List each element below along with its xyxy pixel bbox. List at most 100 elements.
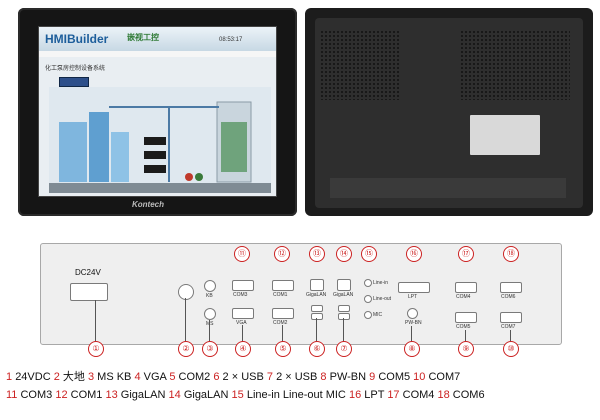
gigalan2-port bbox=[337, 279, 351, 291]
kb-label: KB bbox=[206, 293, 213, 299]
com3-port bbox=[232, 280, 254, 291]
pwbn-label: PW-BN bbox=[405, 320, 422, 326]
vga-label: VGA bbox=[236, 320, 247, 326]
legend-item: 1 24VDC bbox=[6, 371, 51, 383]
usb-port bbox=[311, 313, 323, 320]
line-out-jack bbox=[364, 295, 372, 303]
callout-17: ⑰ bbox=[458, 246, 474, 262]
legend-item: 15 Line-in Line-out MIC bbox=[231, 389, 346, 401]
callout-2: ② bbox=[178, 341, 194, 357]
gigalan2-label: GigaLAN bbox=[333, 292, 354, 298]
callout-1: ① bbox=[88, 341, 104, 357]
callout-4: ④ bbox=[235, 341, 251, 357]
legend-item: 6 2 × USB bbox=[213, 371, 264, 383]
hmi-screen: HMIBuilder 嵌视工控 08:53:17 化工泵房控制设备系统 bbox=[38, 26, 277, 197]
vent-grille-right bbox=[460, 30, 570, 100]
leader-line bbox=[411, 326, 412, 344]
com5-label: COM5 bbox=[456, 324, 471, 330]
legend-row-1: 1 24VDC 2 大地 3 MS KB 4 VGA 5 COM2 6 2 × … bbox=[6, 368, 460, 384]
usb-port bbox=[338, 313, 350, 320]
power-button-port bbox=[407, 308, 418, 319]
callout-13: ⑬ bbox=[309, 246, 325, 262]
legend-item: 18 COM6 bbox=[437, 389, 485, 401]
com4-port bbox=[455, 282, 477, 293]
callout-10: ⑩ bbox=[503, 341, 519, 357]
product-label bbox=[470, 115, 540, 155]
leader-line bbox=[316, 318, 317, 344]
lpt-port bbox=[398, 282, 430, 293]
legend-item: 11 COM3 bbox=[6, 389, 53, 401]
callout-11: ⑪ bbox=[234, 246, 250, 262]
com3-label: COM3 bbox=[233, 292, 248, 298]
com1-port bbox=[272, 280, 294, 291]
com2-port bbox=[272, 308, 294, 319]
leader-line bbox=[209, 320, 210, 344]
gigalan1-label: GigaLAN bbox=[306, 292, 327, 298]
io-panel-diagram bbox=[40, 243, 562, 345]
vga-port bbox=[232, 308, 254, 319]
com7-port bbox=[500, 312, 522, 323]
hmi-clock: 08:53:17 bbox=[219, 37, 243, 43]
com5-port bbox=[455, 312, 477, 323]
legend-item: 10 COM7 bbox=[413, 371, 461, 383]
callout-8: ⑧ bbox=[404, 341, 420, 357]
hmi-logo-sub: 嵌视工控 bbox=[127, 33, 159, 42]
com6-port bbox=[500, 282, 522, 293]
callout-14: ⑭ bbox=[336, 246, 352, 262]
leader-line bbox=[95, 300, 96, 342]
kb-port bbox=[204, 280, 216, 292]
mic-label: MIC bbox=[373, 312, 383, 318]
hmi-process-graphic bbox=[49, 87, 271, 193]
legend-item: 16 LPT bbox=[348, 389, 385, 401]
leader-line bbox=[465, 330, 466, 344]
callout-5: ⑤ bbox=[275, 341, 291, 357]
callout-16: ⑯ bbox=[406, 246, 422, 262]
line-in-jack bbox=[364, 279, 372, 287]
dc-label: DC24V bbox=[75, 268, 101, 277]
com6-label: COM6 bbox=[501, 294, 516, 300]
ground-terminal bbox=[178, 284, 194, 300]
legend-item: 12 COM1 bbox=[55, 389, 103, 401]
mic-jack bbox=[364, 311, 372, 319]
ms-port bbox=[204, 308, 216, 320]
leader-line bbox=[242, 325, 243, 344]
callout-9: ⑨ bbox=[458, 341, 474, 357]
legend-item: 2 大地 bbox=[53, 371, 85, 383]
gigalan1-port bbox=[310, 279, 324, 291]
usb-port bbox=[338, 305, 350, 312]
power-terminal bbox=[70, 283, 108, 301]
legend-item: 13 GigaLAN bbox=[105, 389, 166, 401]
lpt-label: LPT bbox=[408, 294, 418, 300]
leader-line bbox=[185, 298, 186, 344]
hmi-header bbox=[39, 27, 276, 51]
vent-grille-left bbox=[320, 30, 400, 100]
com4-label: COM4 bbox=[456, 294, 471, 300]
com7-label: COM7 bbox=[501, 324, 516, 330]
hmi-toolbar bbox=[39, 51, 276, 57]
legend-item: 4 VGA bbox=[134, 371, 167, 383]
leader-line bbox=[510, 330, 511, 344]
com2-label: COM2 bbox=[273, 320, 288, 326]
legend-row-2: 11 COM3 12 COM1 13 GigaLAN 14 GigaLAN 15… bbox=[6, 389, 485, 401]
legend-item: 17 COM4 bbox=[387, 389, 435, 401]
legend-item: 8 PW-BN bbox=[320, 371, 367, 383]
leader-line bbox=[282, 325, 283, 344]
hmi-page-title: 化工泵房控制设备系统 bbox=[45, 66, 106, 72]
legend-item: 7 2 × USB bbox=[266, 371, 318, 383]
callout-12: ⑫ bbox=[274, 246, 290, 262]
leader-line bbox=[343, 318, 344, 344]
callout-15: ⑮ bbox=[361, 246, 377, 262]
legend-item: 14 GigaLAN bbox=[168, 389, 229, 401]
legend-item: 5 COM2 bbox=[169, 371, 211, 383]
rear-io-strip bbox=[330, 178, 566, 198]
callout-7: ⑦ bbox=[336, 341, 352, 357]
legend-item: 3 MS KB bbox=[87, 371, 132, 383]
callout-18: ⑱ bbox=[503, 246, 519, 262]
legend-item: 9 COM5 bbox=[369, 371, 411, 383]
line-in-label: Line-in bbox=[373, 280, 389, 286]
callout-6: ⑥ bbox=[309, 341, 325, 357]
usb-port bbox=[311, 305, 323, 312]
brand-logo: Kontech bbox=[132, 200, 164, 209]
hmi-logo: HMIBuilder bbox=[45, 32, 109, 46]
line-out-label: Line-out bbox=[373, 296, 392, 302]
